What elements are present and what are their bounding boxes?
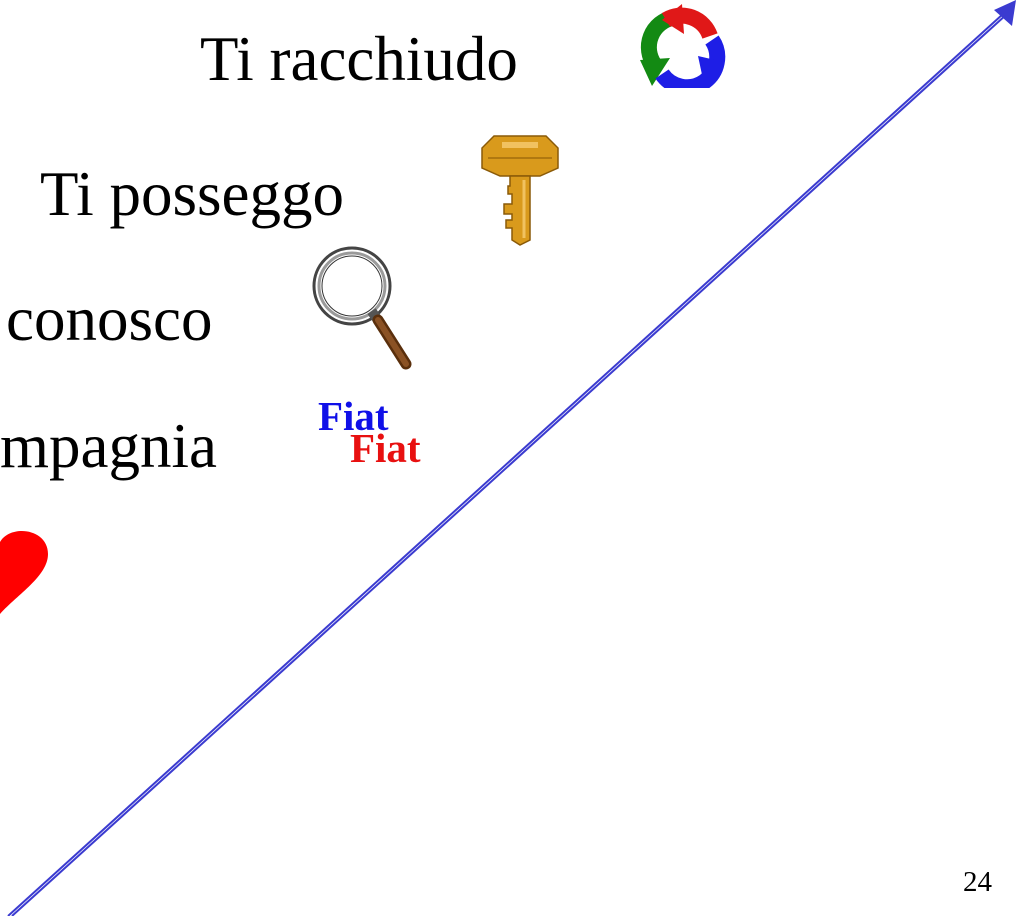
key-icon [481,135,559,246]
line-racchiudo: Ti racchiudo [200,24,518,94]
line-conosco: conosco [6,284,213,354]
page-number: 24 [963,866,992,898]
heart-icon [0,530,48,614]
line-compagnia: mpagnia [0,411,217,481]
fiat-red-label: Fiat [350,425,421,471]
fiat-blue-label: Fiat [318,393,389,439]
magnifier-icon [312,246,412,370]
cycle-arrows-icon [640,4,726,88]
line-posseggo: Ti posseggo [40,159,345,229]
